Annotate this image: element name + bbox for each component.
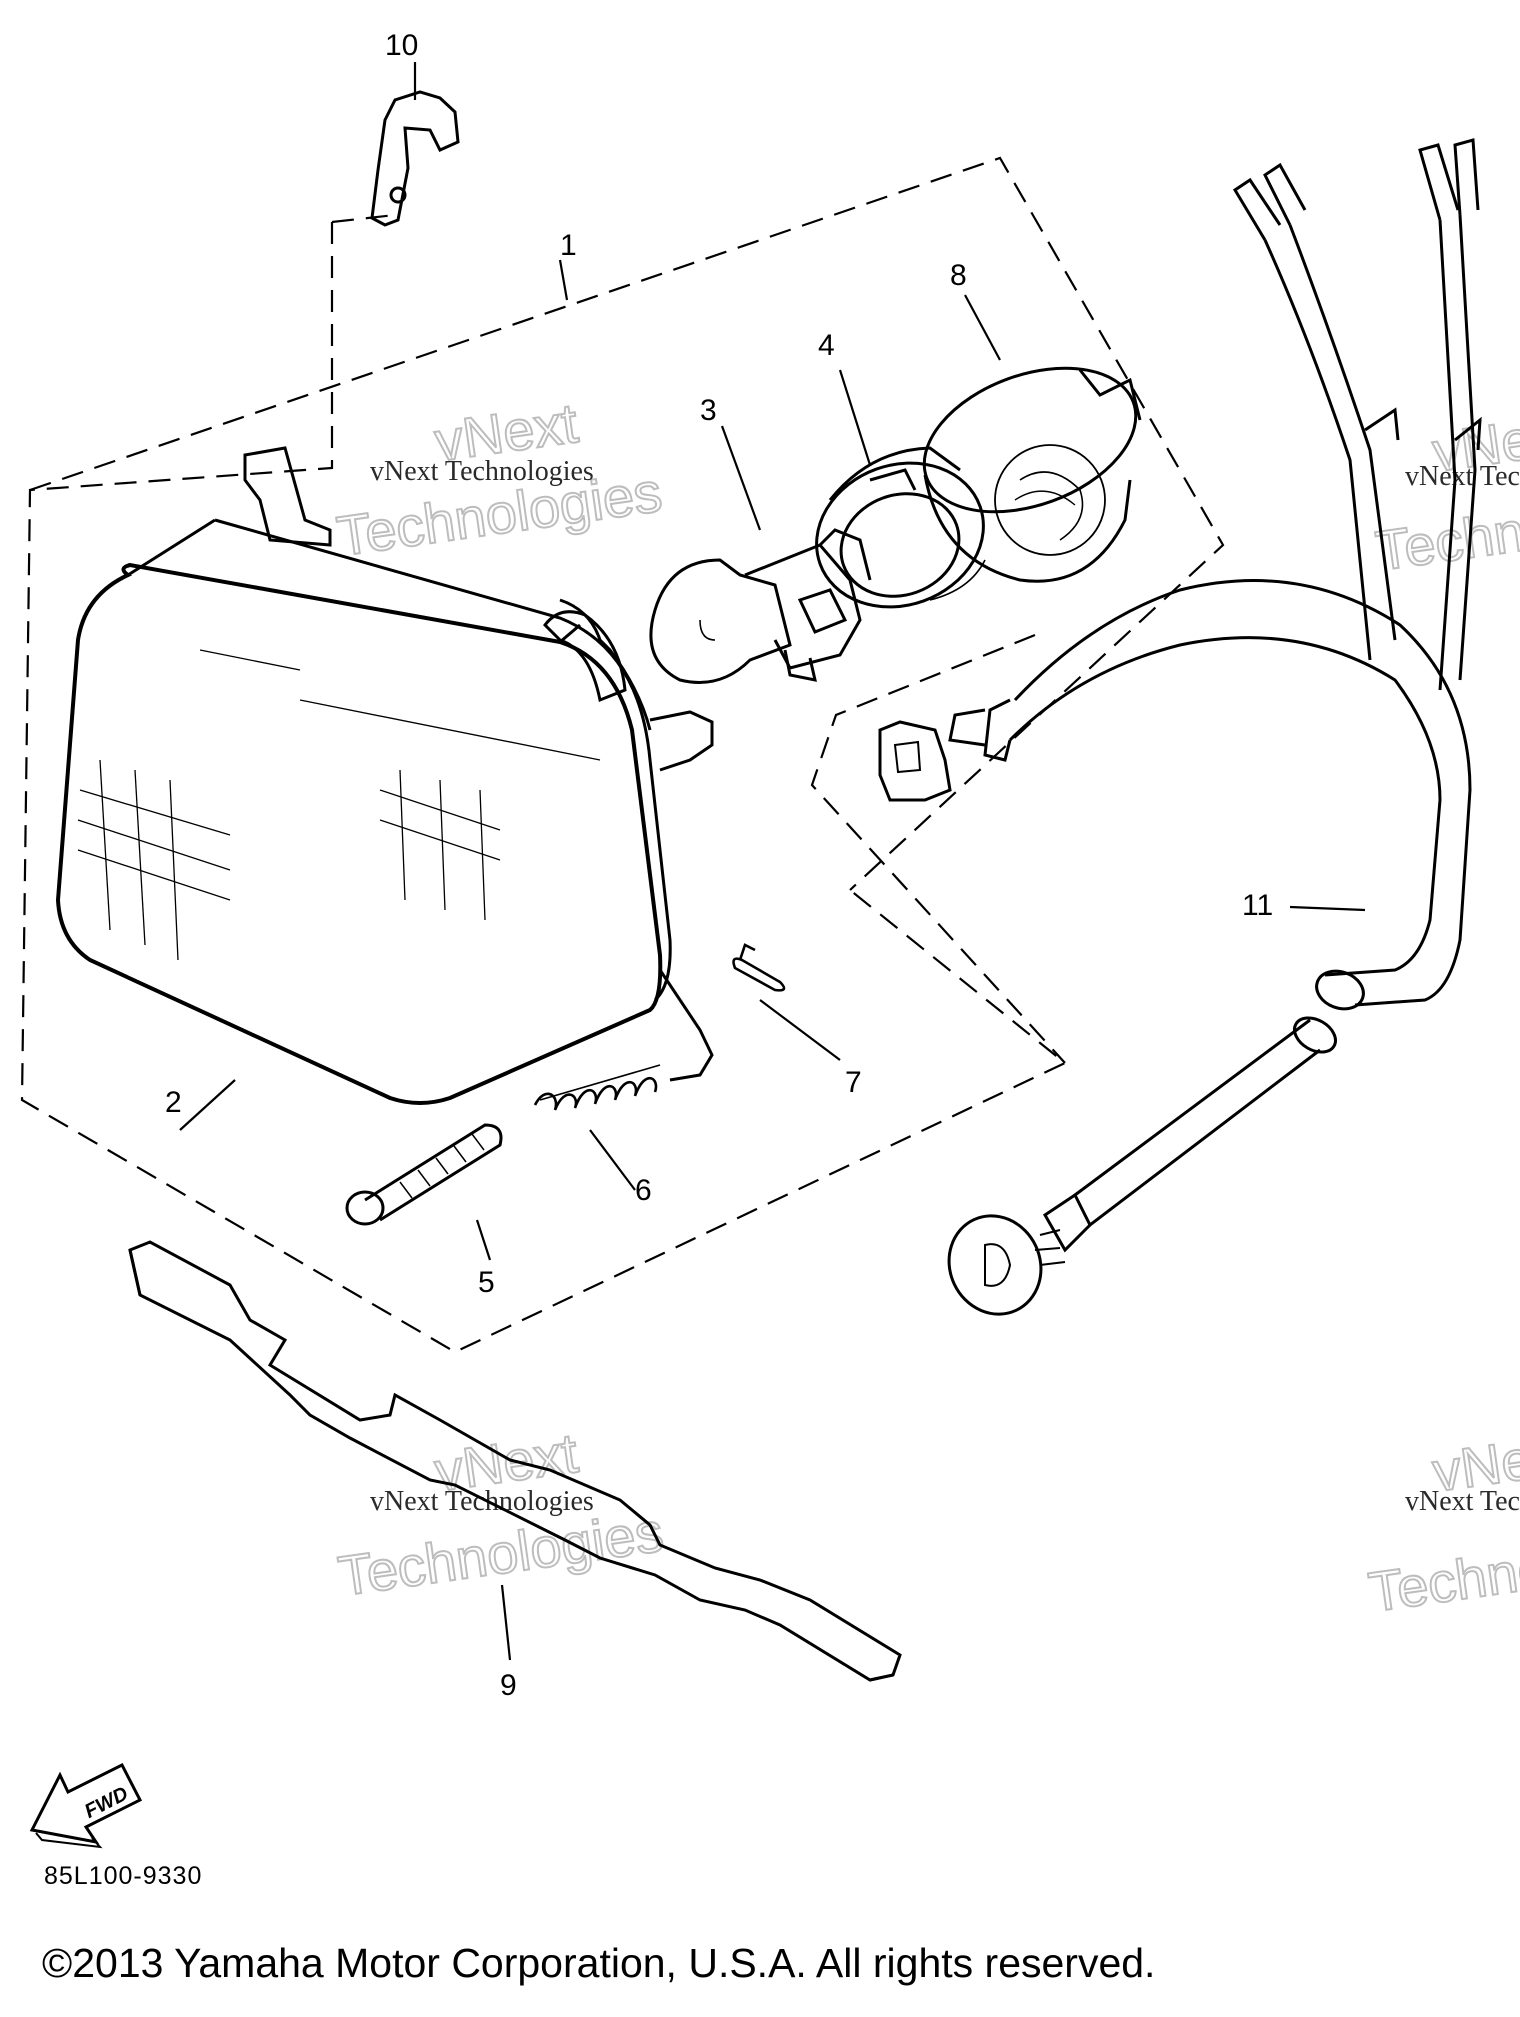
spring — [533, 1064, 661, 1111]
dust-cover — [922, 366, 1142, 583]
fwd-arrow-icon: FWD — [29, 1762, 143, 1849]
bulb — [649, 528, 872, 684]
bulb-socket — [815, 446, 986, 609]
copyright-notice: ©2013 Yamaha Motor Corporation, U.S.A. A… — [42, 1940, 1156, 1986]
callout-5: 5 — [478, 1266, 495, 1299]
callout-6: 6 — [635, 1174, 652, 1207]
callout-9: 9 — [500, 1669, 517, 1702]
clip — [732, 943, 786, 992]
drawing-code: 85L100-9330 — [44, 1862, 203, 1890]
watermark-line: vNext Technologies — [370, 456, 594, 487]
adjusting-screw — [345, 1123, 503, 1226]
callout-4: 4 — [818, 329, 835, 362]
watermark-line: vNext Technologies — [1405, 1486, 1520, 1517]
callout-3: 3 — [700, 394, 717, 427]
watermark-line: vNext Technologies — [1405, 461, 1520, 492]
headlight-unit — [55, 446, 714, 1105]
callout-11: 11 — [1242, 889, 1273, 922]
watermark-line: vNext Technologies — [370, 1486, 594, 1517]
callout-10: 10 — [385, 29, 418, 62]
assembly-outline — [20, 156, 1225, 1354]
clamp-bracket — [370, 90, 460, 227]
leader-lines — [179, 62, 1366, 1661]
callout-8: 8 — [950, 259, 967, 292]
callout-numbers: 1 2 3 4 5 6 7 8 9 10 11 — [165, 29, 1273, 1702]
wiring-harness — [878, 138, 1482, 1316]
callout-1: 1 — [560, 229, 577, 262]
callout-7: 7 — [845, 1066, 862, 1099]
harness-outline — [810, 633, 1066, 1064]
mounting-bracket — [128, 1240, 902, 1682]
callout-2: 2 — [165, 1086, 182, 1119]
watermark-word-bottom: Technologies — [1365, 1516, 1520, 1624]
